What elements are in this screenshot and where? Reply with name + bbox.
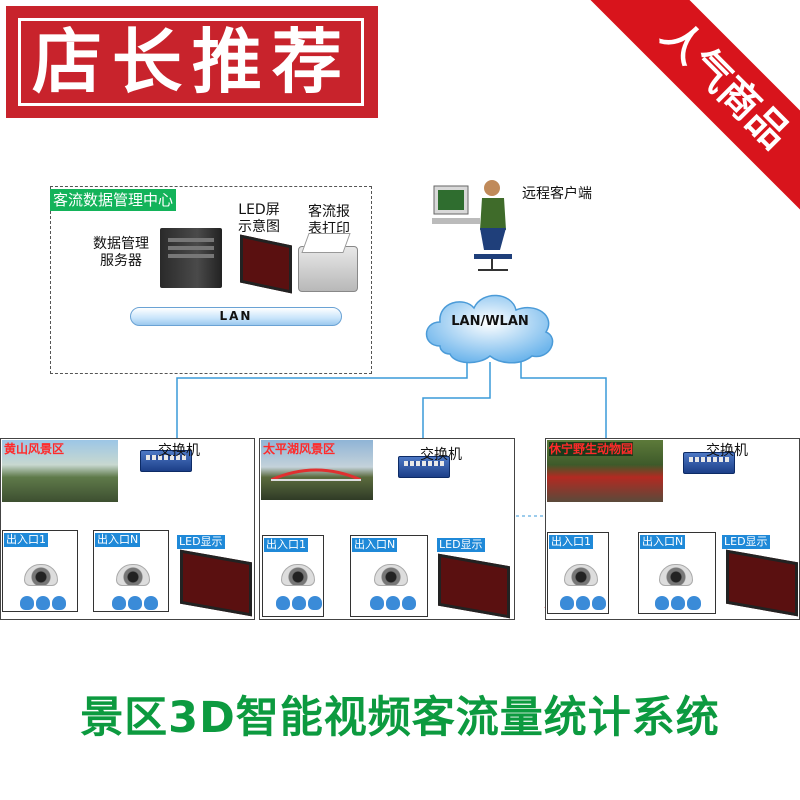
led-label-line1: LED屏 [238, 202, 280, 218]
person-at-computer-icon [432, 180, 512, 271]
promo-stamp: 店长推荐 [6, 6, 378, 118]
entrance-label-1n: 出入口N [95, 533, 141, 547]
switch-icon [683, 452, 735, 474]
switch-label-2: 交换机 [420, 447, 462, 463]
switch-label-3: 交换机 [706, 443, 748, 459]
printer-icon [298, 246, 358, 292]
entrance-label-3n: 出入口N [640, 535, 686, 549]
dome-camera-icon [116, 564, 150, 586]
people-icon [655, 596, 701, 610]
entrance-label-2n: 出入口N [352, 538, 398, 552]
people-icon [276, 596, 322, 610]
dome-camera-icon [659, 564, 693, 586]
server-icon [160, 228, 222, 288]
led-label: LED屏 示意图 [232, 202, 286, 236]
people-icon [112, 596, 158, 610]
site-photo-1: 黄山风景区 [2, 440, 118, 502]
dome-camera-icon [564, 564, 598, 586]
site-name-3: 休宁野生动物园 [549, 442, 634, 456]
data-center-box [50, 186, 372, 374]
printer-label-line1: 客流报 [308, 204, 350, 220]
people-icon [560, 596, 606, 610]
dome-camera-icon [374, 564, 408, 586]
led-display-label-2: LED显示 [437, 538, 485, 552]
cloud-icon [425, 294, 554, 364]
lan-bus: LAN [130, 307, 342, 326]
switch-icon [398, 456, 450, 478]
entrance-label-2a: 出入口1 [264, 538, 308, 552]
data-center-title: 客流数据管理中心 [50, 189, 177, 211]
server-label-line1: 数据管理 [93, 236, 149, 252]
remote-client-label: 远程客户端 [522, 186, 592, 202]
site-photo-2: 太平湖风景区 [261, 440, 373, 500]
entrance-label-3a: 出入口1 [549, 535, 593, 549]
cloud-label: LAN/WLAN [451, 314, 529, 329]
entrance-label-1a: 出入口1 [4, 533, 48, 547]
dome-camera-icon [24, 564, 58, 586]
people-icon [20, 596, 66, 610]
switch-icon [140, 450, 192, 472]
bridge-graphic [271, 468, 361, 482]
system-headline: 景区3D智能视频客流量统计系统 [80, 693, 720, 743]
dome-camera-icon [281, 564, 315, 586]
switch-label-1: 交换机 [158, 443, 200, 459]
server-label-line2: 服务器 [100, 253, 142, 269]
stamp-title: 店长推荐 [32, 20, 352, 103]
people-icon [370, 596, 416, 610]
server-label: 数据管理 服务器 [84, 236, 158, 270]
led-label-line2: 示意图 [238, 219, 280, 235]
stamp-border [18, 18, 364, 106]
site-name-1: 黄山风景区 [4, 442, 65, 456]
led-display-label-1: LED显示 [177, 535, 225, 549]
site-photo-3: 休宁野生动物园 [547, 440, 663, 502]
led-display-label-3: LED显示 [722, 535, 770, 549]
site-name-2: 太平湖风景区 [263, 442, 336, 456]
